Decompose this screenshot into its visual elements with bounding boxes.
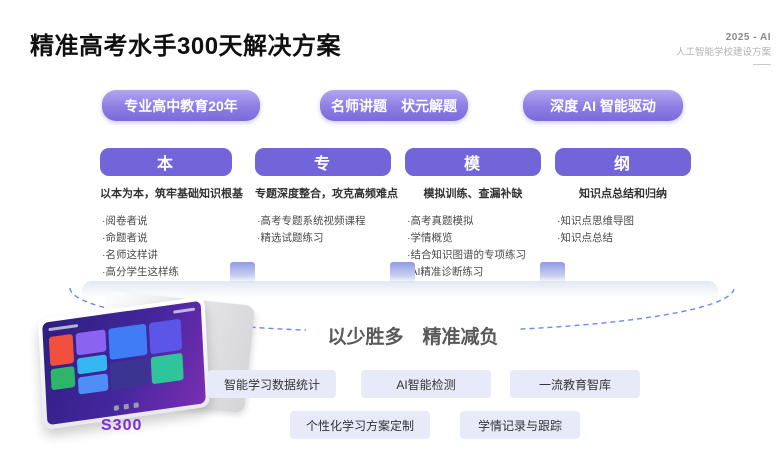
- feature-tag-data-stats: 智能学习数据统计: [208, 370, 336, 398]
- bullet-item: ·高考真题模拟: [407, 215, 474, 227]
- bullet-item: ·AI精准诊断练习: [407, 266, 484, 278]
- column-ben: 本 以本为本，筑牢基础知识根基 ·阅卷者说 ·命题者说 ·名师这样讲 ·高分学生…: [100, 148, 243, 281]
- feature-tag-tracking: 学情记录与跟踪: [460, 411, 580, 439]
- tablet-illustration: [37, 290, 256, 434]
- badge-pill-ai: 深度 AI 智能驱动: [523, 90, 683, 121]
- screen-statusbar: [48, 324, 79, 332]
- corner-caption-year: 2025 - AI: [725, 32, 771, 43]
- device-model-label: S300: [101, 417, 143, 434]
- app-tile: [77, 373, 109, 395]
- bullet-item: ·阅卷者说: [102, 215, 148, 227]
- feature-tag-custom-plan: 个性化学习方案定制: [290, 411, 430, 439]
- bullet-item: ·高分学生这样练: [102, 266, 179, 278]
- corner-divider-line: [753, 64, 771, 65]
- app-tile: [108, 323, 148, 360]
- app-tile: [50, 365, 76, 391]
- slogan-text: 以少胜多 精准减负: [306, 316, 520, 355]
- column-subtitle: 以本为本，筑牢基础知识根基: [100, 188, 243, 200]
- bullet-item: ·知识点思维导图: [557, 215, 634, 227]
- bullet-item: ·结合知识图谱的专项练习: [407, 249, 526, 261]
- corner-caption-subtitle: 人工智能学校建设方案: [675, 46, 771, 58]
- column-bullet-list: ·高考真题模拟 ·学情概览 ·结合知识图谱的专项练习 ·AI精准诊断练习: [405, 213, 541, 281]
- screen-statusbar: [173, 307, 196, 314]
- bullet-item: ·精选试题练习: [257, 232, 324, 244]
- column-mo: 模 模拟训练、查漏补缺 ·高考真题模拟 ·学情概览 ·结合知识图谱的专项练习 ·…: [405, 148, 541, 281]
- app-tile: [48, 333, 75, 367]
- corner-caption: 2025 - AI 人工智能学校建设方案: [676, 32, 771, 58]
- bullet-item: ·学情概览: [407, 232, 453, 244]
- column-header: 纲: [555, 148, 691, 176]
- column-header: 本: [100, 148, 232, 176]
- tablet-screen: [42, 300, 206, 426]
- app-tile: [150, 352, 184, 385]
- bullet-item: ·命题者说: [102, 232, 148, 244]
- bullet-item: ·名师这样讲: [102, 249, 158, 261]
- column-subtitle: 模拟训练、查漏补缺: [423, 188, 523, 200]
- column-header: 专: [255, 148, 391, 176]
- connector-tab: [230, 262, 255, 283]
- connector-tab: [390, 262, 415, 283]
- app-tile: [110, 357, 150, 391]
- tablet-front: [37, 296, 211, 430]
- column-bullet-list: ·高考专题系统视频课程 ·精选试题练习: [255, 213, 391, 247]
- column-subtitle: 知识点总结和归纳: [579, 188, 667, 200]
- app-tile: [75, 329, 107, 356]
- page-title: 精准高考水手300天解决方案: [30, 33, 342, 60]
- app-tile: [76, 354, 108, 375]
- feature-tag-think-tank: 一流教育智库: [510, 370, 640, 398]
- column-header: 模: [405, 148, 541, 176]
- column-bullet-list: ·阅卷者说 ·命题者说 ·名师这样讲 ·高分学生这样练: [100, 213, 232, 281]
- badge-pill-education: 专业高中教育20年: [102, 90, 260, 121]
- connector-tab: [540, 262, 565, 283]
- badge-pill-teachers: 名师讲题 状元解题: [320, 90, 468, 121]
- column-subtitle: 专题深度整合，攻克高频难点: [255, 188, 398, 200]
- app-tile: [148, 318, 183, 355]
- column-gang: 纲 知识点总结和归纳 ·知识点思维导图 ·知识点总结: [555, 148, 691, 247]
- home-dots-icon: [113, 402, 139, 411]
- column-zhuan: 专 专题深度整合，攻克高频难点 ·高考专题系统视频课程 ·精选试题练习: [255, 148, 398, 247]
- column-bullet-list: ·知识点思维导图 ·知识点总结: [555, 213, 691, 247]
- bullet-item: ·高考专题系统视频课程: [257, 215, 366, 227]
- feature-tag-ai-detect: AI智能检测: [361, 370, 491, 398]
- bullet-item: ·知识点总结: [557, 232, 613, 244]
